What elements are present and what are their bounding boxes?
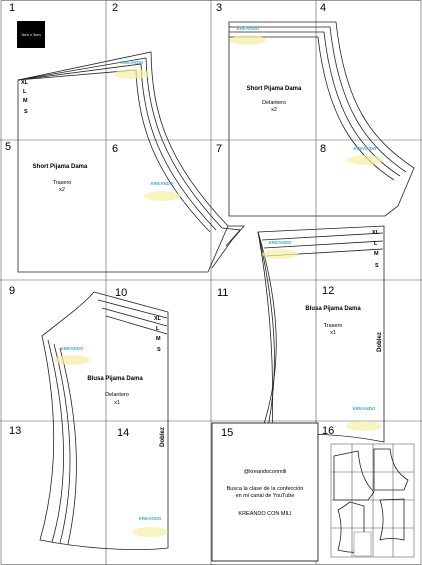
page-number: 3 (216, 2, 222, 14)
piece-part: Delantero (262, 100, 286, 106)
page-number: 13 (9, 425, 21, 437)
watermark-text: KREANDO (139, 516, 162, 521)
piece-part: Delantero (105, 392, 129, 398)
watermark-logo: KREANDO (346, 406, 382, 431)
piece-part: Trasero (324, 323, 343, 329)
watermark-logo: KREANDO (262, 240, 298, 259)
credits-handle: @kreandoconmili (244, 469, 287, 475)
page-number: 11 (217, 287, 228, 299)
short-trasero-piece: XL L M S Short Pijama Dama Trasero x2 (17, 51, 245, 273)
credits-brand: KREANDO CON MILI (238, 511, 292, 517)
page-number: 1 (9, 2, 15, 14)
page-numbers: 1 2 3 4 5 6 7 8 9 10 11 12 13 14 15 16 (5, 2, 334, 439)
piece-title: Blusa Pijama Dama (305, 306, 361, 312)
page-number: 6 (112, 143, 118, 155)
size-label: XL (21, 80, 29, 86)
page-number: 7 (216, 143, 222, 155)
size-label: M (23, 98, 28, 104)
watermark-text: KREANDO (353, 406, 376, 411)
credits-line: Busca la clase de la confección (227, 486, 304, 492)
watermark-logo: KREANDO (347, 146, 383, 165)
watermarks: KREANDO KREANDO KREANDO KREANDO KREANDO … (54, 26, 383, 537)
assembly-map-thumbnail (330, 443, 415, 558)
page-number: 9 (9, 285, 15, 297)
watermark-logo: KREANDO (144, 181, 180, 201)
piece-qty: x1 (114, 400, 120, 406)
page-number: 8 (320, 143, 326, 155)
page-number: 10 (115, 287, 127, 299)
watermark-text: KREANDO (61, 346, 84, 351)
piece-qty: x2 (59, 187, 65, 193)
piece-qty: x1 (330, 330, 336, 336)
size-label: L (23, 89, 27, 95)
short-delantero-piece: Short Pijama Dama Delantero x2 (228, 21, 415, 217)
watermark-text: KREANDO (354, 146, 377, 151)
watermark-text: KREANDO (121, 60, 144, 65)
blusa-trasero-piece: XL L M S Blusa Pijama Dama Trasero x1 Do… (257, 225, 385, 443)
credits-line: en mi canal de YouTube (236, 493, 295, 499)
page-number: 15 (221, 427, 233, 439)
size-label: XL (154, 316, 162, 322)
size-label: L (156, 326, 160, 332)
watermark-text: KREANDO (269, 240, 292, 245)
size-label: XL (372, 230, 380, 236)
fold-label: Doblez (160, 427, 166, 447)
size-label: S (157, 347, 161, 353)
page-number: 5 (5, 141, 11, 153)
watermark-text: KREANDO (237, 26, 260, 31)
fold-label: Doblez (377, 332, 383, 352)
watermark-logo: KREANDO (132, 516, 168, 537)
page-number: 16 (322, 425, 334, 437)
test-square-label: 3cm x 3cm (21, 32, 41, 37)
blusa-delantero-piece: XL L M S Blusa Pijama Dama Delantero x1 … (39, 291, 169, 550)
piece-title: Blusa Pijama Dama (87, 376, 143, 382)
page-number: 2 (112, 2, 118, 14)
size-label: M (374, 251, 379, 257)
page-number: 4 (320, 2, 326, 14)
size-label: L (374, 241, 378, 247)
page-number: 12 (322, 285, 334, 297)
credits-box: 15 @kreandoconmili Busca la clase de la … (211, 422, 319, 562)
test-square: 3cm x 3cm (17, 21, 45, 48)
piece-part: Trasero (53, 180, 72, 186)
watermark-logo: KREANDO (54, 346, 90, 365)
size-label: S (24, 109, 28, 115)
watermark-logo: KREANDO (114, 60, 150, 79)
piece-title: Short Pijama Dama (247, 86, 302, 92)
page-number: 14 (117, 427, 129, 439)
watermark-text: KREANDO (151, 181, 174, 186)
watermark-logo: KREANDO (230, 26, 266, 45)
size-label: S (375, 263, 379, 269)
piece-qty: x2 (271, 107, 277, 113)
size-label: M (156, 336, 161, 342)
piece-title: Short Pijama Dama (33, 164, 88, 170)
